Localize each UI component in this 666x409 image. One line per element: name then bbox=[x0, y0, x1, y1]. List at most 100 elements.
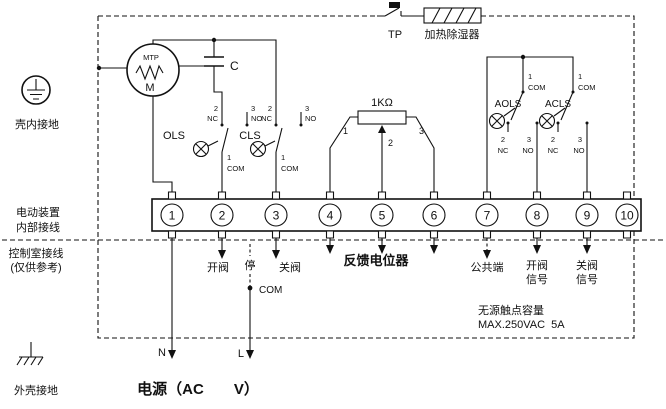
terminal-9: 9 bbox=[575, 203, 599, 227]
terminal-number: 8 bbox=[534, 209, 541, 223]
cls-nc-label: NC bbox=[261, 114, 272, 123]
external-labels: 开阀 停 关阀 COM 反馈电位器 公共端 开阀 信号 关阀 信号 无源触点容量… bbox=[137, 253, 598, 398]
capacitor-symbol: C bbox=[204, 56, 239, 73]
terminal-number: 3 bbox=[273, 209, 280, 223]
terminal-circle bbox=[615, 203, 639, 227]
shell-ground-symbol: 壳内接地 bbox=[15, 75, 59, 131]
switch-blades bbox=[207, 7, 574, 153]
shell-ground-label: 壳内接地 bbox=[15, 117, 59, 131]
acls-com-number: 1 bbox=[578, 72, 582, 81]
terminal-10: 10 bbox=[615, 203, 639, 227]
terminal-number: 9 bbox=[584, 209, 591, 223]
aols-com-number: 1 bbox=[528, 72, 532, 81]
open-signal-label-2: 信号 bbox=[526, 273, 548, 286]
terminal-5: 5 bbox=[370, 203, 394, 227]
rating-label-1: 无源触点容量 bbox=[478, 303, 544, 317]
cls-com-label: COM bbox=[281, 164, 299, 173]
aols-com-label: COM bbox=[528, 83, 546, 92]
terminal-number: 7 bbox=[484, 209, 491, 223]
terminal-circle bbox=[370, 203, 394, 227]
ols-label: OLS bbox=[163, 130, 185, 142]
acls-label: ACLS bbox=[545, 99, 571, 110]
terminal-circle bbox=[210, 203, 234, 227]
wiring bbox=[96, 7, 591, 359]
close-valve-label: 关阀 bbox=[279, 260, 301, 274]
aols-label: AOLS bbox=[495, 99, 522, 110]
open-valve-label: 开阀 bbox=[207, 260, 229, 274]
stop-label: 停 bbox=[245, 258, 256, 272]
motor-m-label: M bbox=[145, 82, 154, 94]
terminal-circle bbox=[264, 203, 288, 227]
feedback-potentiometer: 1KΩ 1 2 3 bbox=[343, 97, 424, 148]
region-control-label-2: (仅供参考) bbox=[10, 260, 61, 274]
region-internal-label-2: 内部接线 bbox=[16, 220, 60, 234]
ols-com-number: 1 bbox=[227, 153, 231, 162]
terminal-number: 1 bbox=[169, 209, 176, 223]
terminal-circle bbox=[525, 203, 549, 227]
cls-nc-number: 2 bbox=[268, 104, 272, 113]
cls-no-number: 3 bbox=[305, 104, 309, 113]
aols-nc-number: 2 bbox=[501, 135, 505, 144]
ols-nc-number: 2 bbox=[214, 104, 218, 113]
tp-label: TP bbox=[388, 29, 402, 41]
cls-label: CLS bbox=[239, 130, 260, 142]
terminal-4: 4 bbox=[318, 203, 342, 227]
region-internal-label-1: 电动装置 bbox=[16, 206, 60, 219]
ols-switch: OLS 2 NC 3 NO 1 COM bbox=[163, 104, 262, 173]
acls-switch: ACLS 1 COM 2 NC 3 NO bbox=[538, 72, 596, 155]
live-label: L bbox=[238, 348, 244, 360]
terminal-pads bbox=[167, 191, 632, 239]
acls-no-number: 3 bbox=[578, 135, 582, 144]
pot-value-label: 1KΩ bbox=[371, 97, 393, 109]
terminal-2: 2 bbox=[210, 203, 234, 227]
aols-switch: AOLS 1 COM 2 NC 3 NO bbox=[488, 72, 546, 155]
acls-nc-label: NC bbox=[548, 146, 559, 155]
terminal-number: 5 bbox=[379, 209, 386, 223]
junction-dots bbox=[96, 37, 589, 291]
acls-no-label: NO bbox=[573, 146, 584, 155]
heater-symbol: 加热除湿器 bbox=[423, 7, 482, 41]
cls-com-number: 1 bbox=[281, 153, 285, 162]
aols-no-label: NO bbox=[522, 146, 533, 155]
ols-no-label: NO bbox=[251, 114, 262, 123]
region-control-label-1: 控制室接线 bbox=[9, 246, 64, 260]
terminal-number: 2 bbox=[219, 209, 226, 223]
rating-label-2: MAX.250VAC 5A bbox=[478, 319, 565, 331]
power-label: 电源（AC V） bbox=[137, 380, 259, 398]
terminal-3: 3 bbox=[264, 203, 288, 227]
motor-symbol: MTP M bbox=[126, 43, 180, 97]
acls-nc-number: 2 bbox=[551, 135, 555, 144]
terminal-6: 6 bbox=[422, 203, 446, 227]
close-signal-label-2: 信号 bbox=[576, 273, 598, 286]
ols-com-label: COM bbox=[227, 164, 245, 173]
motor-mtp-label: MTP bbox=[143, 53, 159, 62]
open-signal-label-1: 开阀 bbox=[526, 258, 548, 272]
capacitor-label: C bbox=[230, 59, 239, 73]
aols-no-number: 3 bbox=[527, 135, 531, 144]
pot-terminal-1: 1 bbox=[343, 126, 348, 136]
terminal-number: 4 bbox=[327, 209, 334, 223]
terminal-1: 1 bbox=[160, 203, 184, 227]
case-ground-label: 外壳接地 bbox=[14, 383, 58, 397]
aols-nc-label: NC bbox=[498, 146, 509, 155]
terminal-7: 7 bbox=[475, 203, 499, 227]
terminal-circle bbox=[318, 203, 342, 227]
pot-terminal-2: 2 bbox=[388, 138, 393, 148]
external-dashed-links bbox=[249, 238, 488, 286]
terminal-8: 8 bbox=[525, 203, 549, 227]
terminal-number: 10 bbox=[620, 209, 634, 223]
terminal-circle bbox=[475, 203, 499, 227]
terminal-circle bbox=[575, 203, 599, 227]
heater-label: 加热除湿器 bbox=[425, 27, 480, 41]
terminal-strip: 1 2 3 4 5 6 7 8 9 10 bbox=[151, 191, 642, 239]
region-labels: 电动装置 内部接线 控制室接线 (仅供参考) bbox=[9, 206, 64, 274]
close-signal-label-1: 关阀 bbox=[576, 258, 598, 272]
neutral-label: N bbox=[158, 347, 166, 359]
enclosure-border bbox=[97, 15, 635, 339]
common-terminal-label: 公共端 bbox=[471, 261, 504, 274]
case-ground-symbol: 外壳接地 bbox=[14, 342, 58, 397]
terminal-circle bbox=[160, 203, 184, 227]
cls-switch: CLS 2 NC 3 NO 1 COM bbox=[239, 104, 316, 173]
